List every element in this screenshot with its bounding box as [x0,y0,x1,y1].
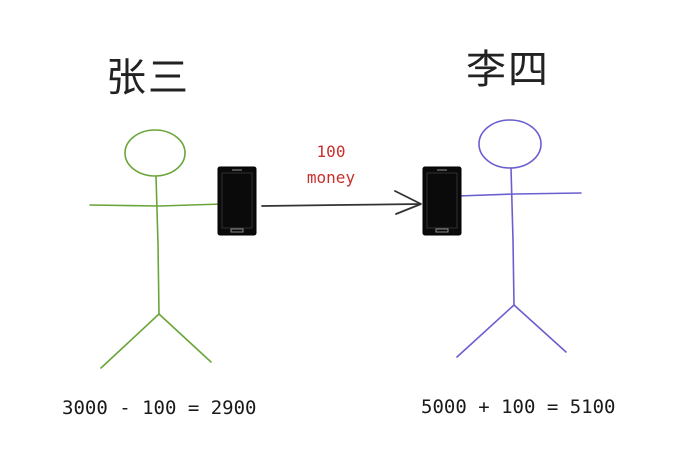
left-balance-calculation: 3000 - 100 = 2900 [62,397,257,419]
phone-icon [422,166,462,236]
left-figure-arms [89,203,223,207]
phone-icon [217,166,257,236]
arrow-head [394,190,422,215]
right-figure-arms [457,192,582,197]
right-balance-calculation: 5000 + 100 = 5100 [421,396,616,418]
right-figure-head [478,119,542,169]
left-figure-leg-right [158,313,212,363]
transfer-unit: money [306,168,356,187]
left-figure-body [155,175,160,315]
right-figure-leg-left [456,304,515,358]
transfer-amount: 100 [316,142,346,161]
arrow-shaft [261,203,421,207]
transfer-arrow [261,190,422,215]
right-figure-leg-right [513,304,567,353]
left-figure-leg-left [100,313,160,369]
right-stick-figure [456,119,582,358]
left-stick-figure [89,129,223,369]
right-person-name: 李四 [466,47,550,93]
left-person-name: 张三 [106,55,190,101]
right-figure-body [510,167,515,306]
left-figure-head [124,129,186,177]
